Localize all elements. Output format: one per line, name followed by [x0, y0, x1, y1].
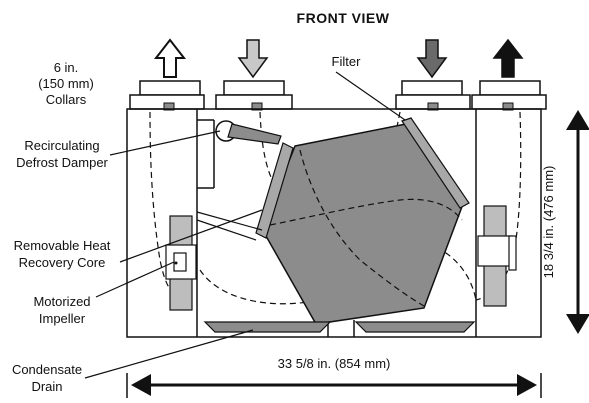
svg-text:6 in.: 6 in.: [54, 60, 79, 75]
core-internal-paths: [269, 149, 463, 307]
airflow-arrow-2-light-icon: [237, 39, 269, 79]
diagram-title: FRONT VIEW: [297, 10, 390, 26]
svg-text:Recovery Core: Recovery Core: [19, 255, 106, 270]
airflow-arrow-3-dark-icon: [416, 39, 448, 79]
airflow-arrow-1-outline-icon: [153, 38, 187, 78]
motorized-impeller-label: Motorized Impeller: [33, 294, 90, 326]
defrost-damper: [197, 119, 282, 189]
svg-text:Motorized: Motorized: [33, 294, 90, 309]
leader-lines: [84, 71, 406, 379]
core-support-rails: [196, 211, 263, 241]
filter-label: Filter: [332, 54, 362, 69]
impeller-left: [165, 215, 197, 311]
svg-text:Impeller: Impeller: [39, 311, 86, 326]
collars-label: 6 in. (150 mm) Collars: [38, 60, 94, 107]
defrost-damper-label: Recirculating Defrost Damper: [16, 138, 108, 170]
svg-text:(150 mm): (150 mm): [38, 76, 94, 91]
collar-tabs: [163, 102, 514, 111]
svg-text:Condensate: Condensate: [12, 362, 82, 377]
width-dimension-label: 33 5/8 in. (854 mm): [278, 356, 391, 371]
height-dimension-label: 18 3/4 in. (476 mm): [541, 166, 556, 279]
heat-recovery-core-label: Removable Heat Recovery Core: [14, 238, 111, 270]
airflow-arrow-4-black-icon: [492, 38, 524, 78]
heat-recovery-core: [255, 117, 470, 325]
svg-text:Drain: Drain: [31, 379, 62, 394]
cabinet: [126, 108, 542, 338]
height-dimension: [566, 110, 589, 334]
svg-text:Defrost Damper: Defrost Damper: [16, 155, 108, 170]
condensate-drain-label: Condensate Drain: [12, 362, 82, 394]
svg-text:Recirculating: Recirculating: [24, 138, 99, 153]
impeller-right: [477, 205, 517, 307]
svg-text:Collars: Collars: [46, 92, 87, 107]
collars: [129, 80, 547, 110]
svg-text:Removable Heat: Removable Heat: [14, 238, 111, 253]
condensate-drains: [203, 321, 476, 333]
width-dimension: [126, 373, 542, 398]
